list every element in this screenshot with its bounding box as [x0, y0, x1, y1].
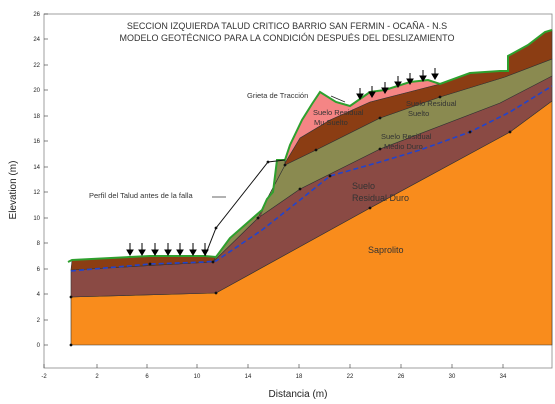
x-tick-label: 22	[347, 374, 354, 380]
y-tick-label: 18	[33, 114, 40, 120]
label-suelto-1: Suelo Residual	[406, 99, 457, 108]
x-tick-label: 18	[296, 374, 303, 380]
ground-surface-line	[67, 29, 553, 263]
grieta-leader	[330, 95, 346, 103]
label-medio-1: Suelo Residual	[381, 132, 432, 141]
vertex-markers	[69, 95, 512, 347]
x-tick-label: 34	[500, 374, 507, 380]
y-tick-label: 26	[33, 12, 40, 18]
y-tick-label: 10	[33, 216, 40, 222]
x-tick-label: 26	[398, 374, 405, 380]
y-tick-label: 4	[37, 292, 41, 298]
y-axis-title: Elevation (m)	[8, 161, 19, 220]
label-mu-suelto-2: Mu Suelto	[314, 118, 348, 127]
load-arrows-bench	[126, 243, 209, 256]
y-tick-label: 2	[37, 318, 41, 324]
x-tick-label: 10	[194, 374, 201, 380]
label-grieta: Grieta de Tracción	[247, 91, 308, 100]
x-axis	[43, 364, 504, 368]
label-suelto-2: Suelto	[408, 109, 429, 118]
y-tick-label: 20	[33, 88, 40, 94]
label-saprolito: Saprolito	[368, 245, 404, 255]
y-tick-label: 12	[33, 190, 40, 196]
label-perfil: Perfil del Talud antes de la falla	[89, 191, 194, 200]
y-tick-label: 22	[33, 63, 40, 69]
y-tick-label: 14	[33, 165, 40, 171]
x-tick-label: -2	[41, 374, 47, 380]
y-axis	[44, 13, 48, 346]
y-tick-label: 16	[33, 139, 40, 145]
pre-failure-profile	[204, 159, 286, 257]
x-tick-label: 14	[245, 374, 252, 380]
y-tick-label: 8	[37, 241, 41, 247]
label-medio-2: Medio Duro	[384, 142, 423, 151]
x-tick-label: 2	[95, 374, 99, 380]
y-tick-label: 24	[33, 37, 40, 43]
y-tick-label: 0	[37, 343, 41, 349]
x-axis-title: Distancia (m)	[269, 389, 328, 400]
diagram-title-line1: SECCION IZQUIERDA TALUD CRITICO BARRIO S…	[127, 21, 447, 31]
diagram-title-line2: MODELO GEOTÉCNICO PARA LA CONDICIÓN DESP…	[120, 33, 455, 43]
load-arrows-crest	[356, 68, 439, 100]
label-duro-1: Suelo	[352, 181, 375, 191]
water-table-line	[70, 85, 553, 272]
y-tick-label: 6	[37, 267, 41, 273]
label-duro-2: Residual Duro	[352, 193, 409, 203]
x-tick-label: 30	[449, 374, 456, 380]
label-mu-suelto-1: Suelo Residual	[313, 108, 364, 117]
x-tick-label: 6	[145, 374, 149, 380]
